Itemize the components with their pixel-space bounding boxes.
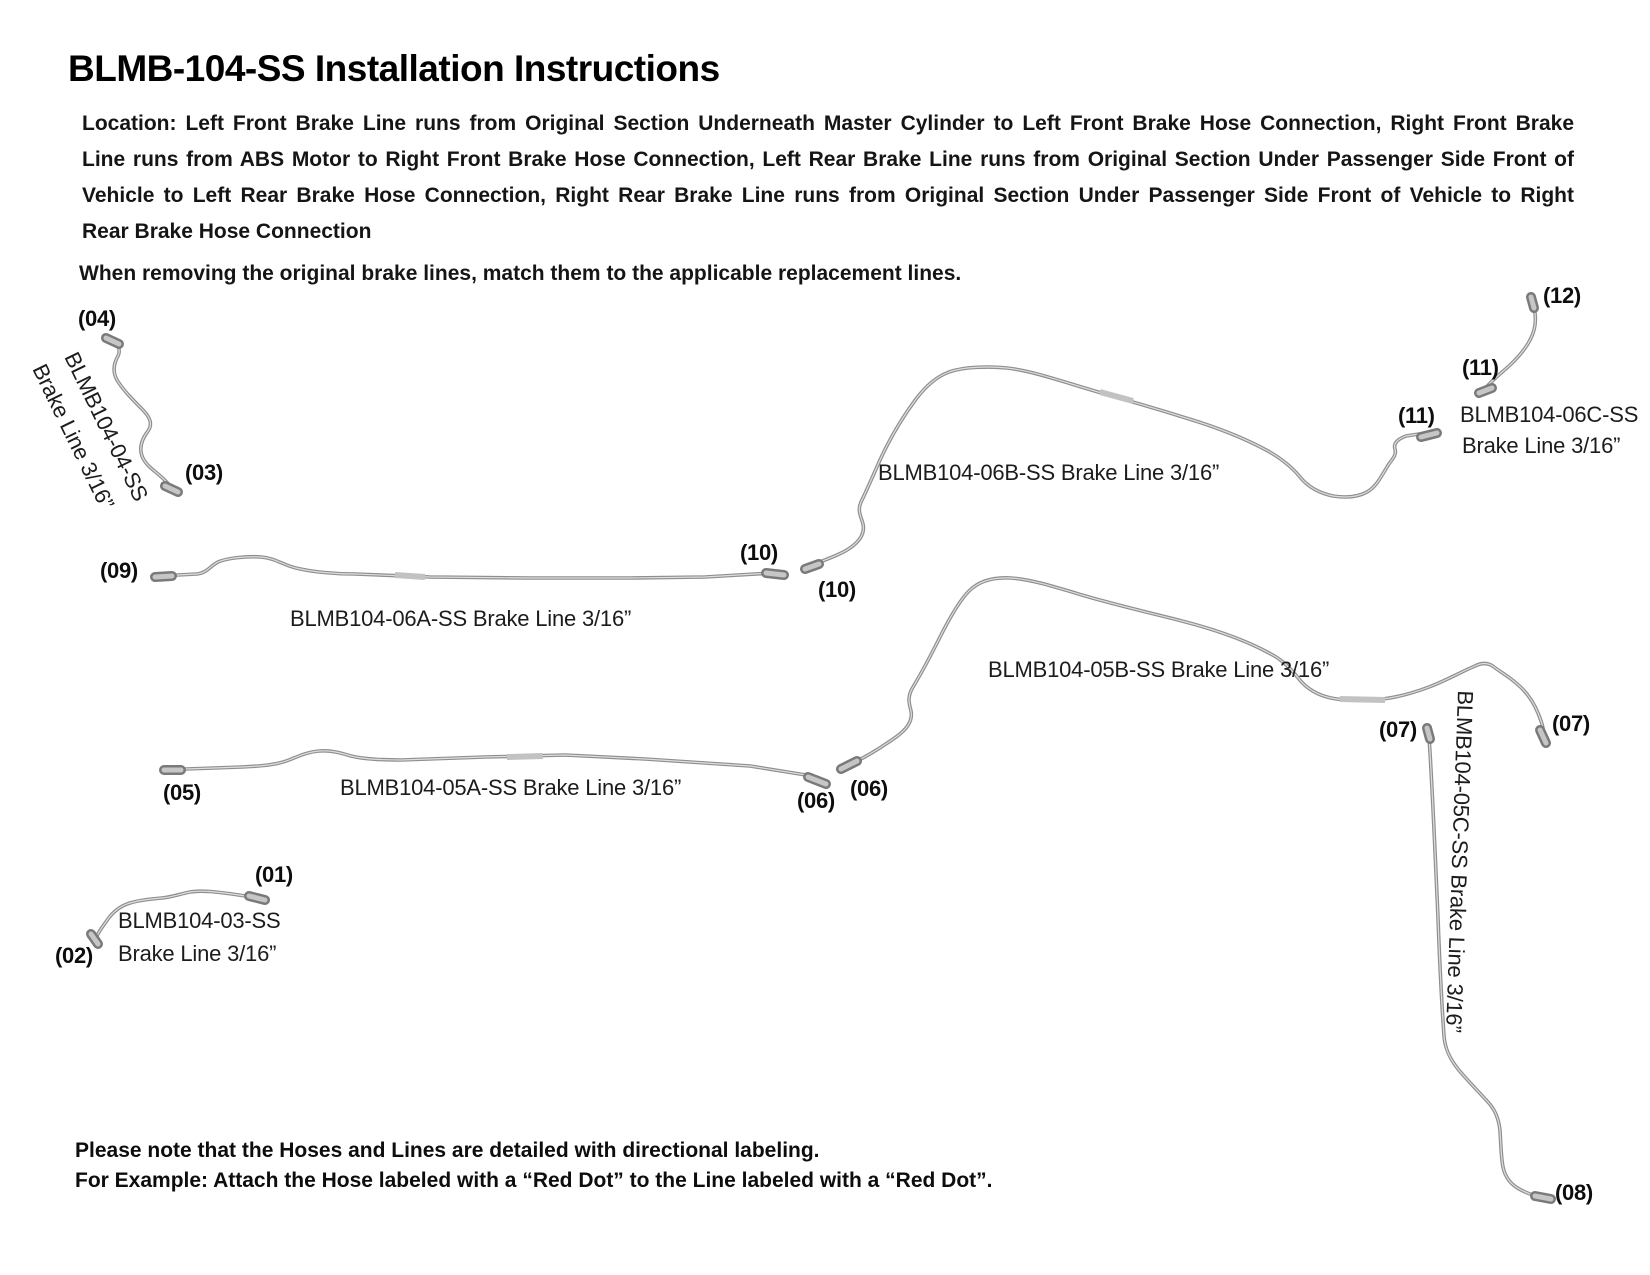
sleeve-marking: [1339, 696, 1386, 703]
endpoint-label-02: (02): [55, 943, 93, 968]
endpoint-label-03: (03): [185, 460, 223, 485]
directional-labeling-note: Please note that the Hoses and Lines are…: [75, 1136, 1175, 1196]
caption-line-06c-size: Brake Line 3/16”: [1462, 433, 1621, 458]
endpoint-label-05: (05): [163, 780, 201, 805]
endpoint-label-11-b: (11): [1462, 355, 1499, 380]
brake-line-06b-tube: [800, 365, 1442, 574]
caption-line-05a: BLMB104-05A-SS Brake Line 3/16”: [340, 775, 682, 800]
caption-line-03-size: Brake Line 3/16”: [118, 941, 277, 966]
caption-line-05b: BLMB104-05B-SS Brake Line 3/16”: [988, 657, 1330, 682]
endpoint-label-06-a: (06): [797, 788, 835, 813]
location-line-1: Location: Left Front Brake Line runs fro…: [82, 112, 1574, 135]
endpoint-label-01: (01): [255, 862, 293, 887]
caption-line-06a: BLMB104-06A-SS Brake Line 3/16”: [290, 606, 632, 631]
brake-line-06a-tube: [150, 554, 789, 582]
note-line-1: Please note that the Hoses and Lines are…: [75, 1139, 820, 1162]
endpoint-label-09: (09): [100, 558, 138, 583]
brake-line-06c-tube: [1474, 292, 1539, 398]
location-line-4: Rear Brake Hose Connection: [82, 220, 372, 243]
endpoint-label-11-a: (11): [1398, 403, 1435, 428]
brake-line-04-tube: [101, 333, 183, 497]
sleeve-marking: [506, 753, 544, 760]
endpoint-label-08: (08): [1555, 1180, 1593, 1205]
match-note: When removing the original brake lines, …: [79, 262, 962, 285]
sleeve-marking: [394, 572, 426, 580]
endpoint-label-12: (12): [1543, 283, 1581, 308]
endpoint-label-06-b: (06): [850, 776, 888, 801]
location-paragraph: Location: Left Front Brake Line runs fro…: [82, 106, 1574, 250]
endpoint-label-07-a: (07): [1379, 717, 1417, 742]
location-line-2: Line runs from ABS Motor to Right Front …: [82, 148, 1574, 171]
endpoint-label-07-b: (07): [1552, 711, 1590, 736]
page-title: BLMB-104-SS Installation Instructions: [68, 48, 720, 89]
endpoint-label-04: (04): [78, 306, 116, 331]
brake-line-03-tube: [86, 889, 270, 949]
caption-line-06b: BLMB104-06B-SS Brake Line 3/16”: [878, 460, 1220, 485]
endpoint-label-10-b: (10): [818, 577, 856, 602]
caption-line-03-part: BLMB104-03-SS: [118, 908, 281, 933]
location-line-3: Vehicle to Left Rear Brake Hose Connecti…: [82, 184, 1574, 207]
brake-line-05c-tube: [1422, 723, 1556, 1204]
sleeve-marking: [1099, 389, 1134, 404]
note-line-2: For Example: Attach the Hose labeled wit…: [75, 1169, 993, 1192]
caption-line-06c-part: BLMB104-06C-SS: [1460, 402, 1639, 427]
endpoint-label-10-a: (10): [740, 540, 778, 565]
brake-line-05a-tube: [159, 749, 831, 789]
brake-line-05b-tube: [836, 576, 1551, 774]
